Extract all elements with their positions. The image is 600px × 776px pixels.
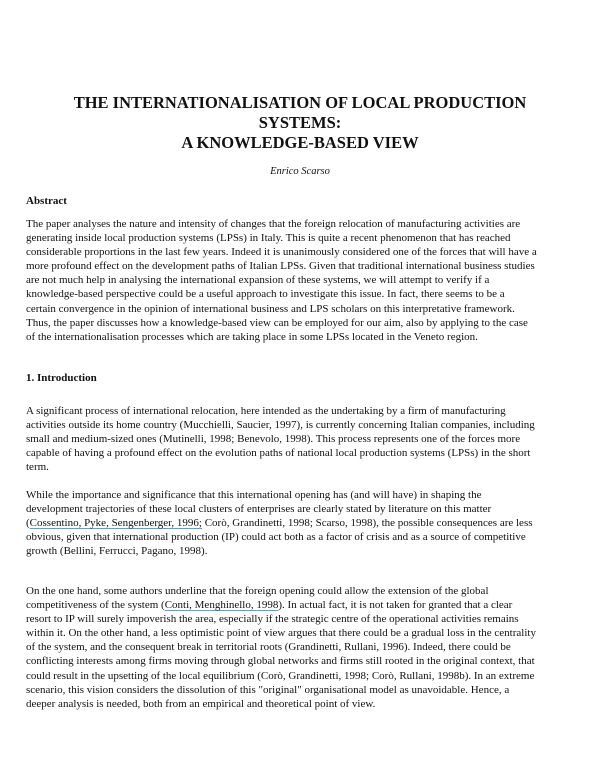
text-line: deeper analysis is needed, both from an … xyxy=(26,697,536,711)
text-segment: considerable proportions in the last few… xyxy=(26,246,537,259)
citation-link[interactable]: Cossentino, Pyke, Sengenberger, 1996; xyxy=(29,517,202,530)
text-segment: certain convergence in the opinion of in… xyxy=(26,302,515,315)
text-line: certain convergence in the opinion of in… xyxy=(26,302,537,316)
text-segment: knowledge-based perspective could be a u… xyxy=(26,288,505,301)
introduction-heading: 1. Introduction xyxy=(26,372,97,384)
text-segment: within it. On the other hand, a less opt… xyxy=(26,627,536,640)
text-segment: are not much help in analysing the inter… xyxy=(26,274,490,287)
text-segment: obvious, given that international produc… xyxy=(26,531,526,544)
citation-link[interactable]: Conti, Menghinello, 1998 xyxy=(164,599,279,612)
title-line: THE INTERNATIONALISATION OF LOCAL PRODUC… xyxy=(73,93,527,112)
text-segment: The paper analyses the nature and intens… xyxy=(26,218,521,230)
text-segment: more profound effect on the development … xyxy=(26,260,535,273)
body-paragraph: On the one hand, some authors underline … xyxy=(26,584,536,711)
paper-title: THE INTERNATIONALISATION OF LOCAL PRODUC… xyxy=(0,93,600,153)
text-line: growth (Bellini, Ferrucci, Pagano, 1998)… xyxy=(26,544,533,558)
text-segment: On the one hand, some authors underline … xyxy=(26,585,489,597)
text-line: activities outside its home country (Muc… xyxy=(26,418,535,432)
text-segment: Corò, Grandinetti, 1998; Scarso, 1998), … xyxy=(201,517,533,530)
text-segment: scenario, this vision considers the diss… xyxy=(26,683,510,696)
text-line: development trajectories of these local … xyxy=(26,502,533,516)
text-line: are not much help in analysing the inter… xyxy=(26,273,537,287)
text-segment: While the importance and significance th… xyxy=(26,489,482,501)
text-line: within it. On the other hand, a less opt… xyxy=(26,626,536,640)
text-line: of the internationalisation processes wh… xyxy=(26,330,537,344)
text-segment: ). In actual fact, it is not taken for g… xyxy=(278,599,513,612)
author: Enrico Scarso xyxy=(270,166,330,177)
text-segment: conflicting interests among firms moving… xyxy=(26,655,535,668)
text-line: conflicting interests among firms moving… xyxy=(26,654,536,668)
text-line: The paper analyses the nature and intens… xyxy=(26,217,537,231)
text-line: competitiveness of the system (Conti, Me… xyxy=(26,598,536,612)
text-line: considerable proportions in the last few… xyxy=(26,245,537,259)
text-segment: generating inside local production syste… xyxy=(26,232,511,245)
text-line: term. xyxy=(26,460,535,474)
text-line: knowledge-based perspective could be a u… xyxy=(26,287,537,301)
text-line: capable of having a profound effect on t… xyxy=(26,446,535,460)
text-segment: could result in the upsetting of the loc… xyxy=(26,669,535,682)
text-segment: activities outside its home country (Muc… xyxy=(26,419,535,432)
body-paragraph: While the importance and significance th… xyxy=(26,488,533,558)
text-line: On the one hand, some authors underline … xyxy=(26,584,536,598)
text-line: resort to IP will surely impoverish the … xyxy=(26,612,536,626)
text-line: scenario, this vision considers the diss… xyxy=(26,683,536,697)
text-line: A significant process of international r… xyxy=(26,404,535,418)
text-segment: A significant process of international r… xyxy=(26,405,506,417)
text-segment: competitiveness of the system ( xyxy=(26,599,165,612)
abstract-heading: Abstract xyxy=(26,195,67,207)
text-line: Thus, the paper discusses how a knowledg… xyxy=(26,316,537,330)
text-segment: small and medium-sized ones (Mutinelli, … xyxy=(26,433,521,446)
text-line: generating inside local production syste… xyxy=(26,231,537,245)
title-line: SYSTEMS: xyxy=(258,113,342,132)
text-segment: growth (Bellini, Ferrucci, Pagano, 1998)… xyxy=(26,545,208,558)
text-segment: Thus, the paper discusses how a knowledg… xyxy=(26,316,528,329)
text-line: could result in the upsetting of the loc… xyxy=(26,669,536,683)
abstract-paragraph: The paper analyses the nature and intens… xyxy=(26,217,537,344)
title-line: A KNOWLEDGE-BASED VIEW xyxy=(181,133,419,152)
text-segment: capable of having a profound effect on t… xyxy=(26,447,531,460)
text-line: small and medium-sized ones (Mutinelli, … xyxy=(26,432,535,446)
text-line: (Cossentino, Pyke, Sengenberger, 1996; C… xyxy=(26,516,533,530)
text-segment: ( xyxy=(26,517,30,530)
text-line: of the system, and the consequent break … xyxy=(26,640,536,654)
text-segment: resort to IP will surely impoverish the … xyxy=(26,613,519,626)
text-line: obvious, given that international produc… xyxy=(26,530,533,544)
text-segment: development trajectories of these local … xyxy=(26,503,492,516)
text-line: While the importance and significance th… xyxy=(26,488,533,502)
text-segment: term. xyxy=(26,461,49,474)
text-line: more profound effect on the development … xyxy=(26,259,537,273)
text-segment: of the system, and the consequent break … xyxy=(26,641,511,654)
text-segment: of the internationalisation processes wh… xyxy=(26,330,478,343)
text-segment: deeper analysis is needed, both from an … xyxy=(26,697,376,710)
body-paragraph: A significant process of international r… xyxy=(26,404,535,474)
